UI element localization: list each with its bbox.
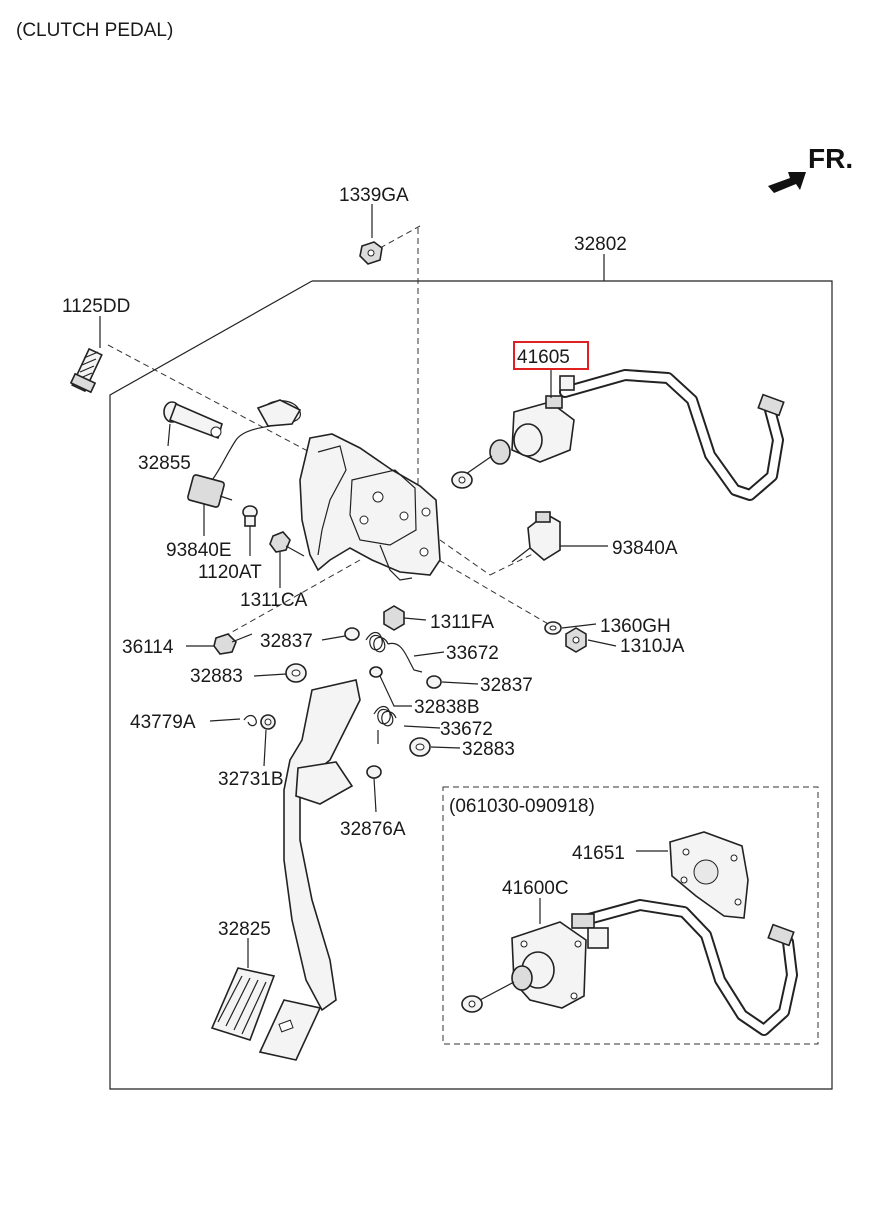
bushing-32883-b	[409, 737, 431, 757]
label-1339GA: 1339GA	[339, 185, 409, 206]
inset-box	[442, 786, 819, 1045]
label-41651: 41651	[572, 843, 625, 864]
bushing-32837-a	[344, 627, 360, 641]
label-41600C: 41600C	[502, 878, 569, 899]
nut-1311FA	[383, 605, 405, 631]
clip-43779A	[243, 714, 257, 727]
label-32837-a: 32837	[260, 631, 313, 652]
bushing-32838B	[369, 666, 383, 678]
label-33672-b: 33672	[440, 719, 493, 740]
clutch-master-cylinder-41605	[451, 369, 785, 501]
nut-1311CA	[269, 531, 305, 557]
label-32855: 32855	[138, 453, 191, 474]
assembly-frame	[109, 280, 833, 1090]
label-1360GH: 1360GH	[600, 616, 671, 637]
bolt-36114	[213, 633, 253, 655]
washer-1360GH	[544, 621, 562, 635]
bushing-32883-a	[285, 663, 307, 683]
pedal-bracket	[299, 433, 441, 581]
leader-lines	[99, 204, 668, 968]
direction-label: FR.	[808, 143, 853, 174]
label-93840E: 93840E	[166, 540, 232, 561]
label-1120AT: 1120AT	[198, 562, 262, 583]
bolt-1120AT	[242, 505, 258, 527]
washer-32731B	[260, 714, 276, 730]
label-1311FA: 1311FA	[430, 612, 494, 633]
label-36114: 36114	[122, 637, 174, 658]
switch-harness-93840E	[187, 399, 302, 508]
front-direction-arrow-icon	[768, 172, 806, 193]
clutch-switch-93840A	[511, 511, 561, 563]
inset-label: (061030-090918)	[449, 796, 595, 817]
nut-1310JA	[565, 627, 587, 653]
reference-lines	[107, 225, 551, 637]
pin-32855	[163, 401, 223, 440]
clutch-master-cylinder-41600C	[461, 899, 798, 1036]
gasket-plate-41651	[669, 831, 749, 919]
nut-1339GA	[359, 241, 383, 265]
label-32731B: 32731B	[218, 769, 284, 790]
label-32837-b: 32837	[480, 675, 533, 696]
highlight-box-41605	[513, 341, 589, 370]
label-1125DD: 1125DD	[62, 296, 130, 317]
spring-33672-a	[365, 631, 423, 673]
label-1311CA: 1311CA	[240, 590, 308, 611]
bushing-32837-b	[426, 675, 442, 689]
bushing-32876A	[366, 765, 382, 779]
label-32802: 32802	[574, 234, 627, 255]
label-32825: 32825	[218, 919, 271, 940]
clutch-pedal-arm-32825	[210, 679, 361, 1061]
label-32838B: 32838B	[414, 697, 480, 718]
label-43779A: 43779A	[130, 712, 196, 733]
label-41605: 41605	[517, 347, 570, 368]
spring-33672-b	[373, 705, 397, 744]
label-93840A: 93840A	[612, 538, 678, 559]
label-1310JA: 1310JA	[620, 636, 685, 657]
label-32883-a: 32883	[190, 666, 243, 687]
label-32883-b: 32883	[462, 739, 515, 760]
diagram-title: (CLUTCH PEDAL)	[16, 20, 173, 41]
label-33672-a: 33672	[446, 643, 499, 664]
bolt-1125DD	[69, 347, 103, 394]
label-32876A: 32876A	[340, 819, 406, 840]
